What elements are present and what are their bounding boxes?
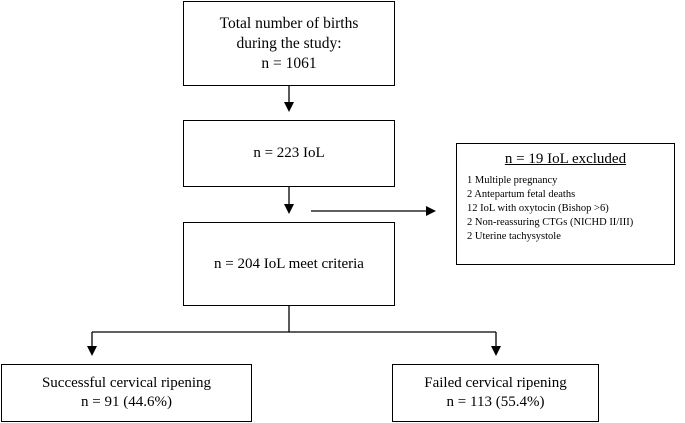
failed-ripening-count: n = 113 (55.4%): [446, 394, 545, 410]
excluded-item: 2 Antepartum fetal deaths: [467, 189, 576, 200]
successful-ripening-box: Successful cervical ripening n = 91 (44.…: [1, 364, 252, 422]
successful-ripening-count: n = 91 (44.6%): [81, 394, 172, 410]
excluded-item: 1 Multiple pregnancy: [467, 175, 558, 186]
total-births-line1: Total number of births: [219, 14, 359, 32]
iol-count: n = 223 IoL: [253, 145, 325, 161]
meet-criteria-box: n = 204 IoL meet criteria: [183, 222, 395, 306]
total-births-box: Total number of births during the study:…: [183, 1, 395, 86]
failed-ripening-box: Failed cervical ripening n = 113 (55.4%): [392, 364, 599, 422]
failed-ripening-label: Failed cervical ripening: [424, 375, 567, 391]
successful-ripening-label: Successful cervical ripening: [41, 375, 212, 391]
excluded-item: 2 Uterine tachysystole: [467, 231, 561, 242]
total-births-line2: during the study:: [236, 34, 342, 52]
meet-criteria-count: n = 204 IoL meet criteria: [214, 255, 364, 272]
excluded-title: n = 19 IoL excluded: [504, 151, 627, 167]
total-births-count: n = 1061: [261, 54, 317, 72]
iol-box: n = 223 IoL: [183, 120, 395, 187]
excluded-item: 2 Non-reassuring CTGs (NICHD II/III): [467, 217, 634, 228]
excluded-item: 12 IoL with oxytocin (Bishop >6): [467, 203, 609, 214]
excluded-box: n = 19 IoL excluded 1 Multiple pregnancy…: [456, 143, 675, 265]
